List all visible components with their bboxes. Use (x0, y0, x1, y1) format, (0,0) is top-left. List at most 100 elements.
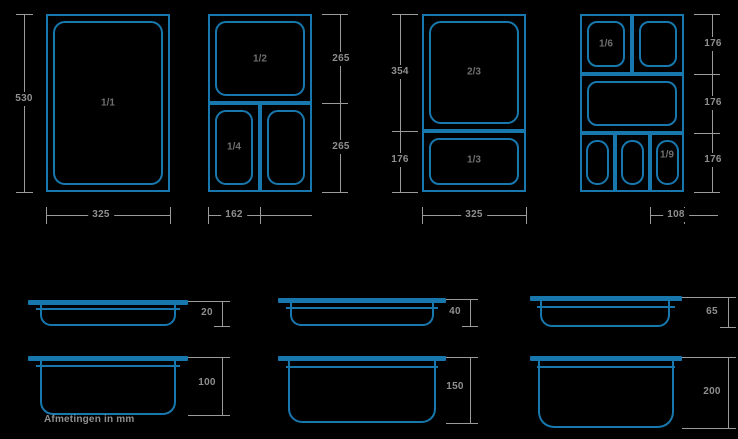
dim-tick (682, 428, 736, 429)
pan-rim (278, 298, 446, 303)
dim-label-depth: 20 (197, 306, 217, 320)
pan-lip (286, 366, 438, 368)
dim-tick (446, 423, 478, 424)
dim-line-vertical (470, 357, 471, 423)
pan-rim (278, 356, 446, 361)
pan-inner (215, 21, 305, 96)
dim-label-height: 530 (11, 92, 37, 106)
dim-label-height: 176 (700, 153, 726, 167)
dim-tick (392, 192, 418, 193)
dim-label-width: 325 (461, 208, 487, 222)
pan-rim (28, 356, 188, 361)
dim-label-depth: 65 (702, 305, 722, 319)
dim-tick (260, 207, 261, 224)
pan-wall (540, 301, 670, 327)
dim-line-vertical (728, 357, 729, 428)
pan-inner (215, 110, 253, 185)
dim-line-vertical (222, 357, 223, 415)
pan-inner (587, 81, 677, 126)
dim-tick (526, 207, 527, 224)
pan-inner (656, 140, 679, 185)
compartment-cell (580, 133, 615, 192)
pan-inner (267, 110, 305, 185)
dim-tick (188, 301, 230, 302)
dim-tick (720, 327, 736, 328)
dim-label-height: 176 (700, 37, 726, 51)
pan-wall (290, 303, 434, 326)
pan-inner (429, 138, 519, 185)
units-caption: Afmetingen in mm (44, 414, 135, 425)
dim-label-depth: 200 (699, 385, 725, 399)
pan-inner (53, 21, 163, 185)
compartment-label: 2/3 (467, 66, 481, 78)
pan-inner (587, 21, 625, 67)
dim-label-height: 265 (328, 140, 354, 154)
dim-line-vertical (728, 297, 729, 327)
dim-tick (214, 326, 230, 327)
compartment-cell (615, 133, 650, 192)
pan-inner (639, 21, 677, 67)
dim-tick (392, 14, 418, 15)
dim-label-height: 265 (328, 52, 354, 66)
compartment-cell (208, 14, 312, 103)
compartment-label: 1/1 (101, 97, 115, 109)
dim-tick (694, 133, 720, 134)
pan-wall (40, 361, 176, 415)
dim-label-width: 162 (221, 208, 247, 222)
compartment-cell (422, 14, 526, 131)
compartment-label: 1/4 (227, 141, 241, 153)
pan-rim (28, 300, 188, 305)
compartment-label: 1/3 (467, 154, 481, 166)
dim-tick (650, 207, 651, 224)
pan-inner (586, 140, 609, 185)
dim-tick (446, 299, 478, 300)
dim-line-vertical (400, 14, 401, 192)
dim-label-depth: 100 (194, 376, 220, 390)
dim-label-height: 176 (387, 153, 413, 167)
pan-wall (40, 305, 176, 326)
pan-wall (288, 361, 436, 423)
pan-inner (621, 140, 644, 185)
compartment-cell (260, 103, 312, 192)
dim-tick (392, 131, 418, 132)
dim-label-depth: 40 (445, 305, 465, 319)
dim-label-depth: 150 (442, 380, 468, 394)
compartment-cell (632, 14, 684, 74)
compartment-label: 1/2 (253, 53, 267, 65)
compartment-cell (650, 133, 684, 192)
dim-tick (16, 14, 33, 15)
dim-line-vertical (470, 299, 471, 326)
compartment-label: 1/9 (660, 149, 674, 161)
pan-lip (36, 365, 180, 367)
dim-tick (682, 357, 736, 358)
compartment-cell (580, 14, 632, 74)
dim-tick (322, 14, 348, 15)
dim-tick (46, 207, 47, 224)
pan-lip (537, 366, 675, 368)
dim-tick (694, 74, 720, 75)
dim-label-height: 176 (700, 96, 726, 110)
compartment-cell (422, 131, 526, 192)
dim-tick (462, 326, 478, 327)
dim-tick (422, 207, 423, 224)
compartment-label: 1/6 (599, 38, 613, 50)
dim-tick (188, 357, 230, 358)
pan-lip (36, 308, 180, 310)
pan-inner (429, 21, 519, 124)
dim-tick (322, 103, 348, 104)
pan-lip (537, 306, 675, 308)
dim-label-height: 354 (387, 65, 413, 79)
dim-line-vertical (222, 301, 223, 326)
dim-tick (694, 14, 720, 15)
dim-label-width: 108 (663, 208, 689, 222)
dim-tick (188, 415, 230, 416)
pan-rim (530, 296, 682, 301)
dim-tick (208, 207, 209, 224)
dim-tick (170, 207, 171, 224)
pan-outline (46, 14, 170, 192)
dim-tick (16, 192, 33, 193)
dim-tick (682, 297, 736, 298)
dim-tick (694, 192, 720, 193)
compartment-cell (580, 74, 684, 133)
pan-rim (530, 356, 682, 361)
